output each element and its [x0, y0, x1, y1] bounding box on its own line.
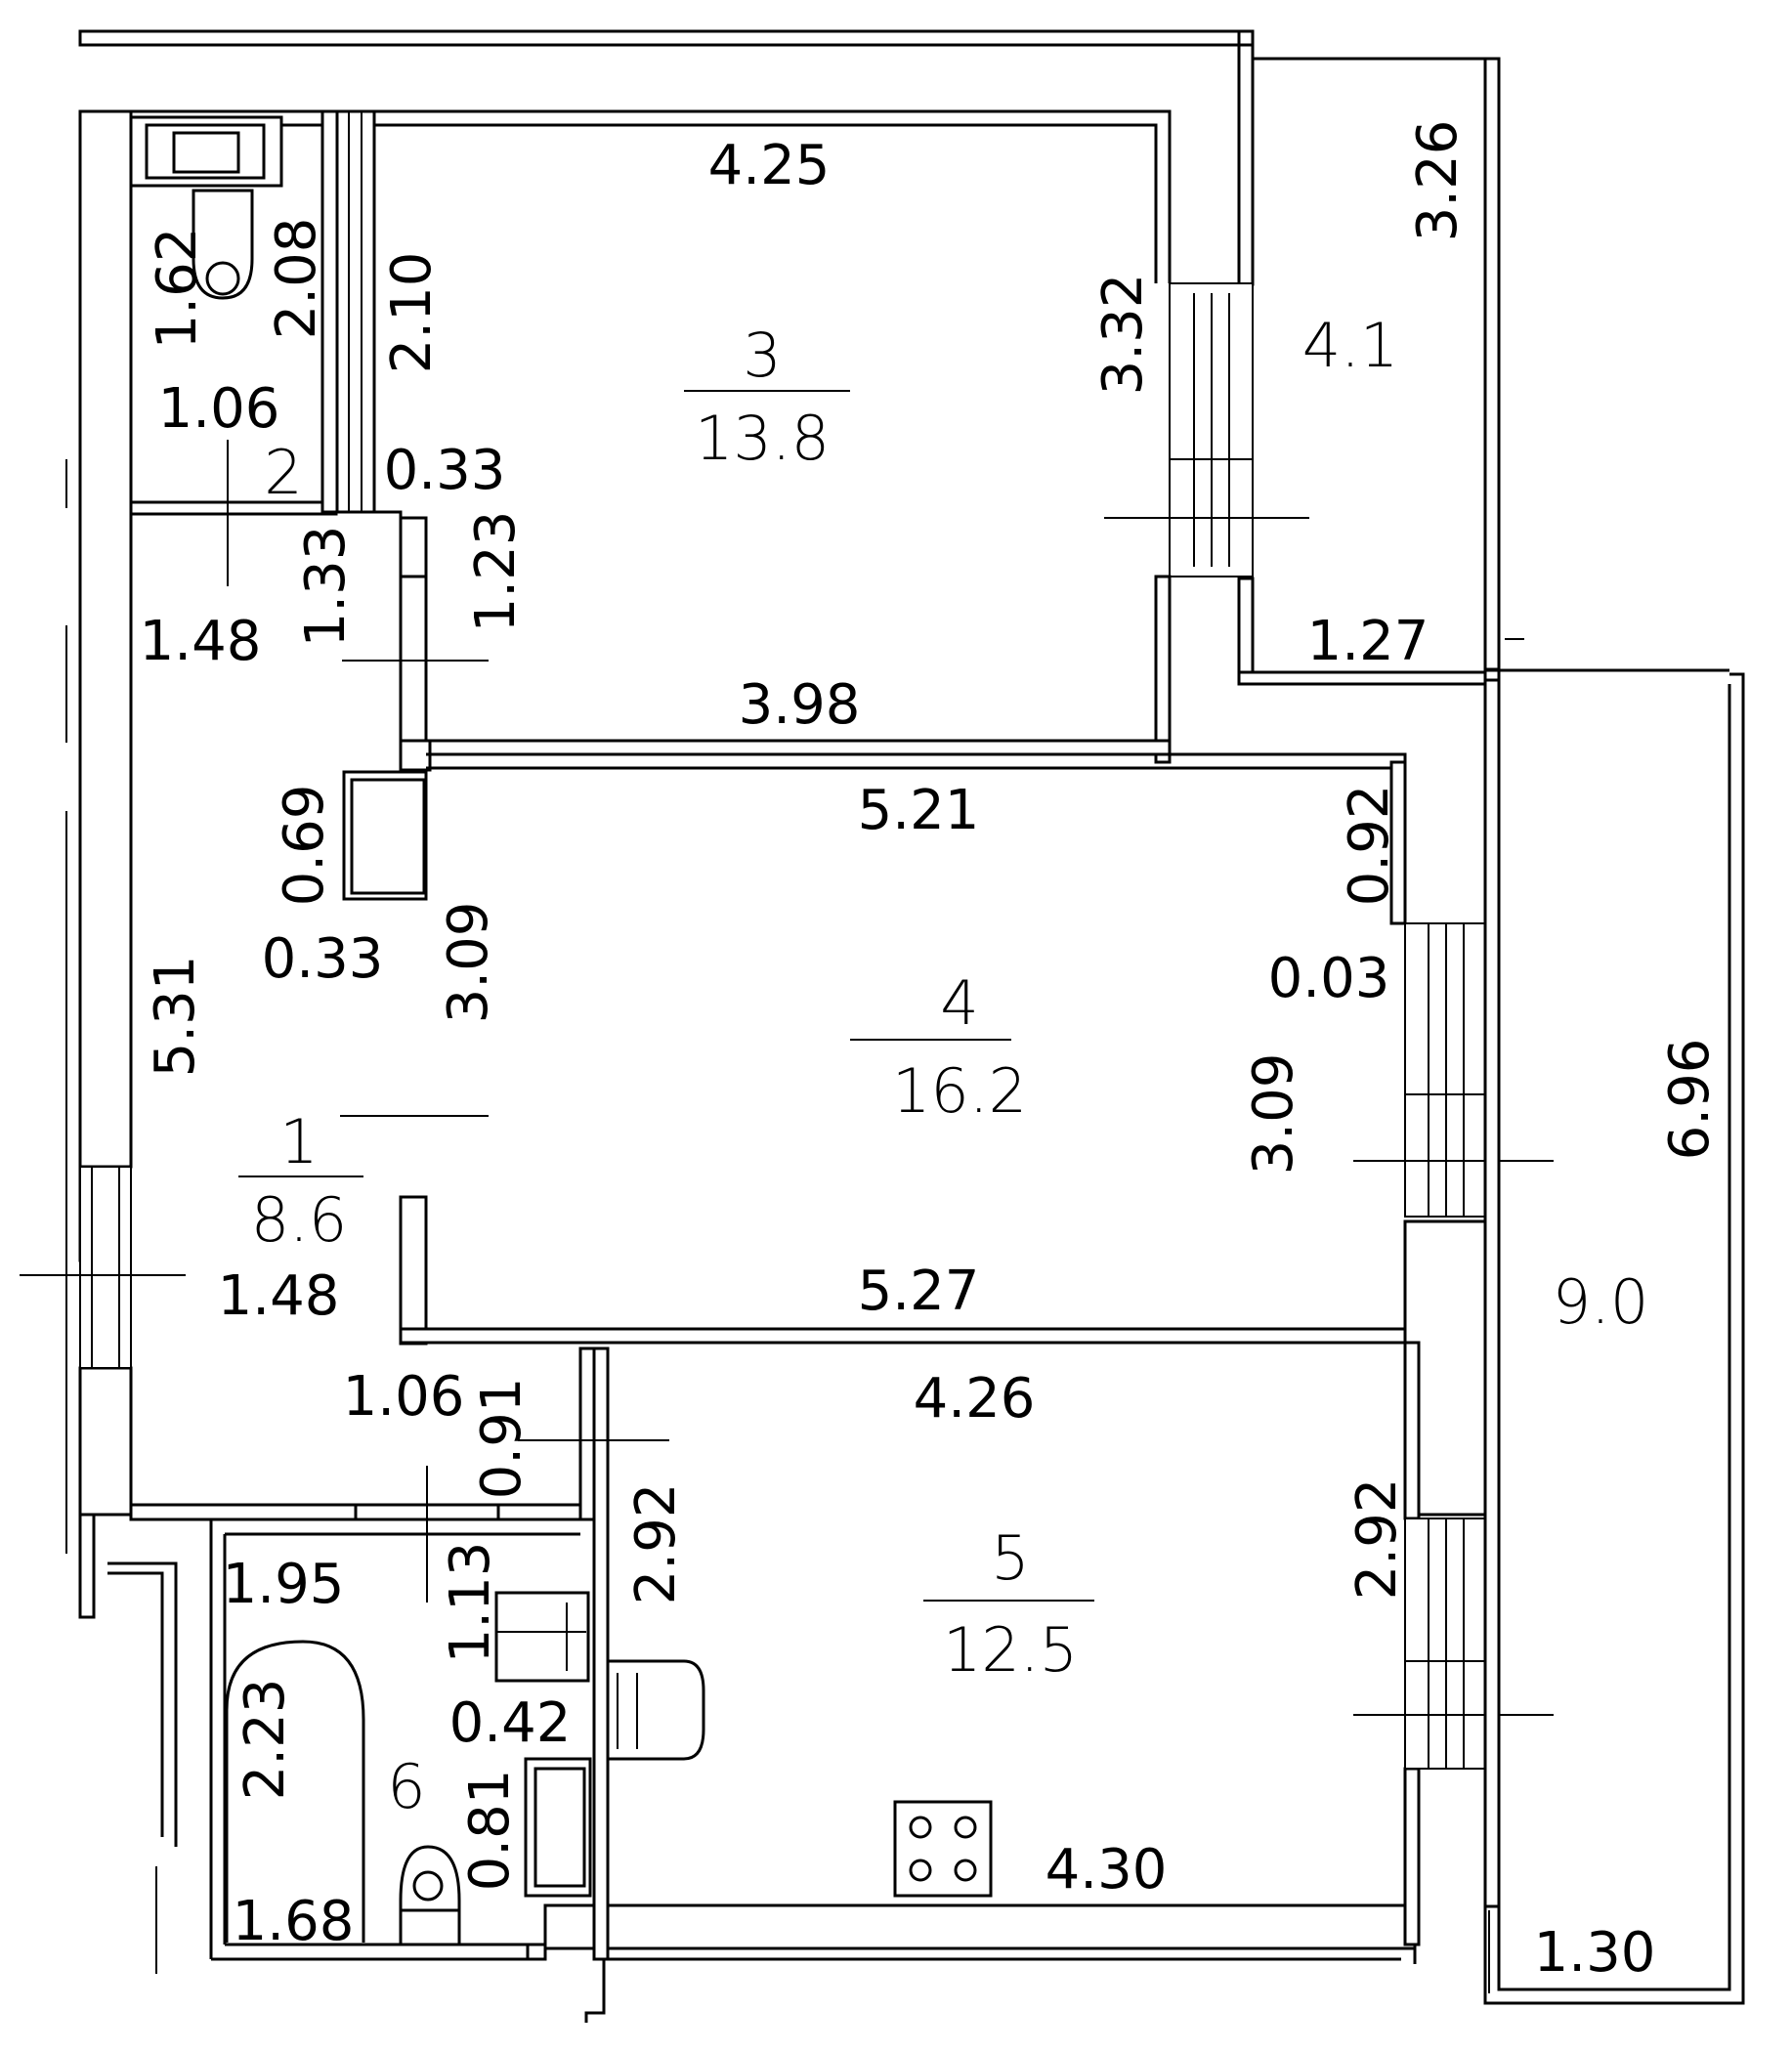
- stove-icon: [893, 1800, 993, 1898]
- room-3-area: 13.8: [695, 403, 830, 474]
- dim-2-92-right: 2.92: [1345, 1478, 1409, 1601]
- dim-0-42: 0.42: [449, 1691, 572, 1755]
- balcony-lower: [1483, 672, 1745, 2005]
- room-5-area: 12.5: [943, 1614, 1078, 1686]
- balcony-lower-area: 9.0: [1553, 1266, 1649, 1338]
- bath-fixtures: [399, 1591, 592, 1946]
- dim-2-23: 2.23: [234, 1679, 297, 1801]
- dim-1-95: 1.95: [223, 1553, 345, 1616]
- window-room-5: [1353, 1518, 1554, 1770]
- room-2-number: 2: [264, 437, 302, 508]
- dim-0-91: 0.91: [470, 1378, 533, 1500]
- dim-0-03: 0.03: [1268, 947, 1390, 1010]
- room-3-walls: [335, 109, 1172, 764]
- room-2-walls: [129, 109, 428, 578]
- kitchen-fixtures: [606, 1659, 993, 1898]
- misc-ticks: [227, 440, 1524, 1603]
- window-room-1: [20, 1166, 186, 1369]
- room-1-number: 1: [279, 1106, 318, 1177]
- door-room-4: [342, 770, 428, 901]
- window-room-4: [1353, 922, 1554, 1218]
- dim-3-09-right: 3.09: [1242, 1053, 1305, 1176]
- room-4-number: 4: [940, 967, 978, 1039]
- dim-1-33: 1.33: [294, 526, 358, 648]
- bathtub: [225, 1640, 365, 1943]
- dim-3-26: 3.26: [1406, 120, 1470, 242]
- dim-1-48-top: 1.48: [140, 610, 262, 673]
- dim-1-30: 1.30: [1534, 1921, 1656, 1985]
- dim-4-30: 4.30: [1045, 1838, 1168, 1902]
- dim-0-81: 0.81: [458, 1770, 522, 1892]
- room-3-number: 3: [743, 320, 781, 391]
- dim-1-62: 1.62: [146, 228, 209, 350]
- dim-0-69: 0.69: [273, 785, 336, 907]
- room-1-area: 8.6: [251, 1184, 348, 1256]
- dim-1-13: 1.13: [439, 1542, 502, 1664]
- room-6-number: 6: [387, 1751, 425, 1822]
- room-labels: 3 13.8 4 16.2 1 8.6 5 12.5 2 6 4.1 9.0: [238, 310, 1648, 1822]
- dim-6-96: 6.96: [1658, 1039, 1722, 1161]
- dim-1-27: 1.27: [1307, 610, 1429, 673]
- dim-2-92-left: 2.92: [624, 1483, 688, 1605]
- dimension-labels: 4.25 3.26 1.62 2.08 2.10 1.06 0.33 3.32 …: [140, 120, 1722, 1985]
- dim-5-27: 5.27: [858, 1260, 980, 1323]
- dim-0-33-mid: 0.33: [262, 927, 384, 991]
- dim-3-09-left: 3.09: [437, 902, 500, 1024]
- pier-room-4-5: [1403, 1219, 1501, 1517]
- dim-4-25: 4.25: [708, 134, 831, 197]
- room-6-walls: [209, 1519, 580, 1959]
- room-4-walls: [399, 752, 1413, 1345]
- dim-0-92: 0.92: [1338, 785, 1401, 907]
- entrance-area: [107, 1561, 178, 1974]
- dim-1-68: 1.68: [233, 1890, 355, 1953]
- dim-1-06-top: 1.06: [158, 377, 280, 441]
- room-5-number: 5: [991, 1522, 1029, 1594]
- dim-4-26: 4.26: [914, 1367, 1036, 1431]
- dim-3-98: 3.98: [739, 673, 861, 737]
- dim-1-23: 1.23: [464, 511, 528, 633]
- dim-2-10: 2.10: [380, 252, 444, 374]
- dim-2-08: 2.08: [265, 218, 328, 340]
- dim-3-32: 3.32: [1091, 274, 1155, 396]
- dim-5-31: 5.31: [144, 956, 207, 1078]
- toilet-fixtures: [129, 115, 283, 300]
- dim-0-33-top: 0.33: [384, 439, 506, 502]
- window-room-3: [1104, 282, 1309, 577]
- balcony-upper-area: 4.1: [1302, 310, 1399, 381]
- dim-1-48-mid: 1.48: [218, 1264, 340, 1328]
- room-4-area: 16.2: [892, 1055, 1027, 1127]
- dim-1-06-low: 1.06: [343, 1365, 465, 1429]
- dim-5-21: 5.21: [858, 779, 980, 842]
- balcony-upper: [1237, 43, 1729, 686]
